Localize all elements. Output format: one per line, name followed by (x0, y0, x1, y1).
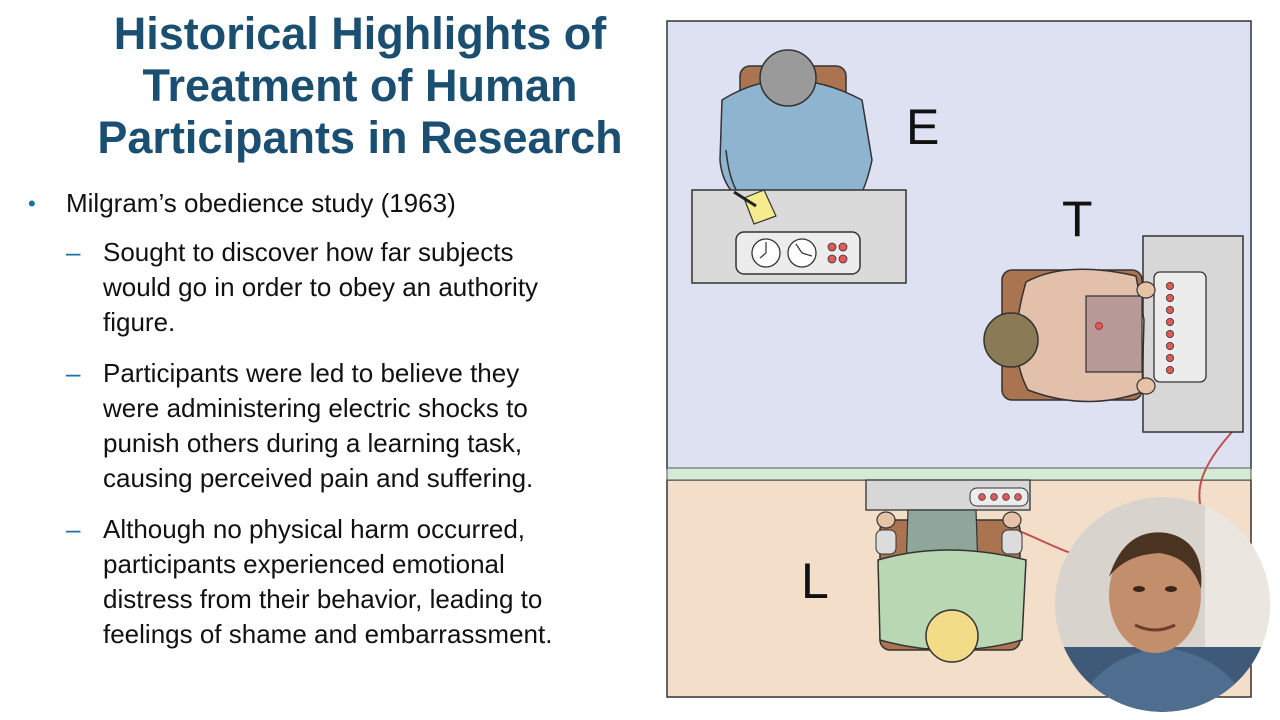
milgram-experiment-illustration: E T L (666, 20, 1252, 698)
sub-bullet-marker: – (66, 514, 81, 544)
title-line: Treatment of Human (142, 60, 578, 111)
bullet-marker: • (28, 191, 36, 216)
notepad (743, 189, 777, 225)
sub-bullet-item: – Participants were led to believe they … (28, 356, 648, 496)
sub-bullet-line: would go in order to obey an authority (103, 272, 539, 302)
label-learner: L (801, 553, 829, 609)
sub-bullet-line: were administering electric shocks to (103, 393, 528, 423)
title-line: Participants in Research (97, 112, 623, 163)
teacher-figure (983, 268, 1156, 403)
shock-buttons (1165, 281, 1174, 374)
sub-bullet-line: Sought to discover how far subjects (103, 237, 514, 267)
sub-bullet-line: causing perceived pain and suffering. (103, 463, 534, 493)
sub-bullet-line: Participants were led to believe they (103, 358, 520, 388)
sub-bullet-item: – Although no physical harm occurred, pa… (28, 512, 648, 652)
sub-bullet-line: distress from their behavior, leading to (103, 584, 543, 614)
sub-bullet-line: figure. (103, 307, 176, 337)
shock-generator (1153, 271, 1207, 383)
sub-bullet-item: – Sought to discover how far subjects wo… (28, 235, 648, 340)
sub-bullet-marker: – (66, 358, 81, 388)
bullet-list: • Milgram’s obedience study (1963) – Sou… (28, 186, 648, 668)
sub-bullet-line: punish others during a learning task, (103, 428, 523, 458)
sub-bullet-line: participants experienced emotional (103, 549, 505, 579)
bullet-item: • Milgram’s obedience study (1963) (28, 186, 648, 221)
learner-answer-box (969, 487, 1029, 507)
room-divider (666, 467, 1252, 481)
sub-bullet-line: feelings of shame and embarrassment. (103, 619, 553, 649)
title-line: Historical Highlights of (113, 8, 607, 59)
presenter-webcam (1055, 497, 1270, 712)
learner-figure (875, 509, 1027, 663)
label-teacher: T (1062, 191, 1093, 247)
sub-bullet-marker: – (66, 237, 81, 267)
sub-bullet-line: Although no physical harm occurred, (103, 514, 526, 544)
bullet-text: Milgram’s obedience study (1963) (66, 188, 456, 218)
slide-title: Historical Highlights of Treatment of Hu… (40, 8, 680, 164)
label-experimenter: E (906, 99, 939, 155)
